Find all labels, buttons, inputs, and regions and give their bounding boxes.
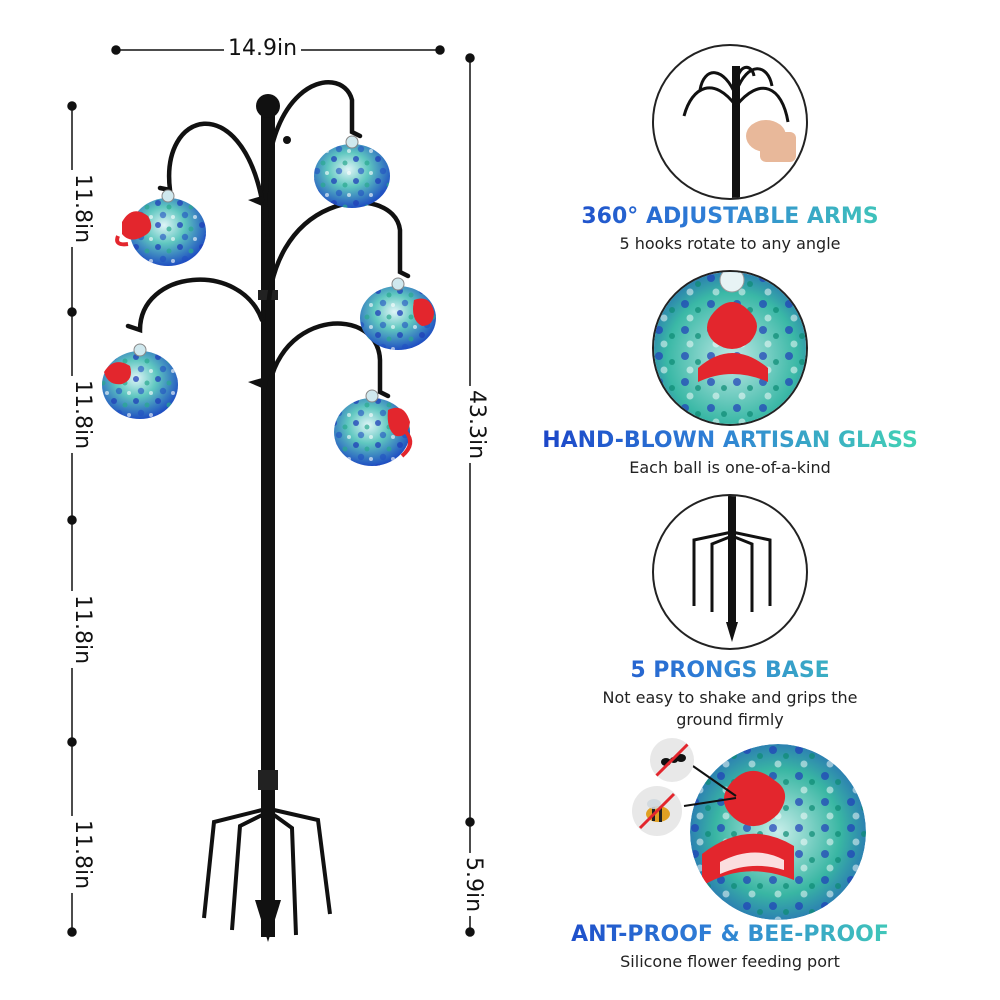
feature-subtitle: Not easy to shake and grips the ground f… <box>602 688 858 729</box>
feature-hand-blown-glass: HAND-BLOWN ARTISAN GLASS Each ball is on… <box>540 428 920 479</box>
bee-prohibited-icon <box>632 786 682 836</box>
feature-title: HAND-BLOWN ARTISAN GLASS <box>540 428 920 453</box>
arms-detail-illustration <box>682 66 796 198</box>
segment-label-4: 11.8in <box>70 815 96 894</box>
ant-prohibited-icon <box>650 738 694 782</box>
height-total-label: 43.3in <box>464 385 490 464</box>
dimension-lines <box>67 45 475 937</box>
feature-prongs-base: 5 PRONGS BASE Not easy to shake and grip… <box>540 658 920 731</box>
segment-label-3: 11.8in <box>70 590 96 669</box>
feeder-1 <box>314 135 390 208</box>
feature-subtitle: Silicone flower feeding port <box>620 952 840 971</box>
feature-ant-bee-proof: ANT-PROOF & BEE-PROOF Silicone flower fe… <box>540 922 920 973</box>
feature-title: 5 PRONGS BASE <box>540 658 920 683</box>
segment-label-2: 11.8in <box>70 375 96 454</box>
glass-detail-circle <box>652 270 808 426</box>
port-detail-circle <box>690 744 866 920</box>
pole-finial <box>256 94 280 118</box>
feeder-4 <box>102 343 178 419</box>
feeder-5 <box>334 389 413 466</box>
glass-detail-illustration <box>654 272 806 424</box>
port-detail-illustration <box>690 744 866 920</box>
base-detail-circle <box>652 494 808 650</box>
prongs-base <box>202 808 332 936</box>
feature-subtitle: 5 hooks rotate to any angle <box>619 234 841 253</box>
arms-detail-circle <box>652 44 808 200</box>
base-depth-label: 5.9in <box>461 852 487 917</box>
width-label: 14.9in <box>224 36 302 61</box>
segment-label-1: 11.8in <box>70 169 96 248</box>
pole <box>261 112 275 937</box>
feature-title: ANT-PROOF & BEE-PROOF <box>540 922 920 947</box>
feeder-2 <box>115 189 206 266</box>
feature-adjustable-arms: 360° ADJUSTABLE ARMS 5 hooks rotate to a… <box>540 204 920 255</box>
feeder-3 <box>360 277 436 350</box>
feature-title: 360° ADJUSTABLE ARMS <box>540 204 920 229</box>
pole-spike <box>255 900 281 942</box>
feature-subtitle: Each ball is one-of-a-kind <box>629 458 831 477</box>
base-detail-illustration <box>692 496 772 642</box>
